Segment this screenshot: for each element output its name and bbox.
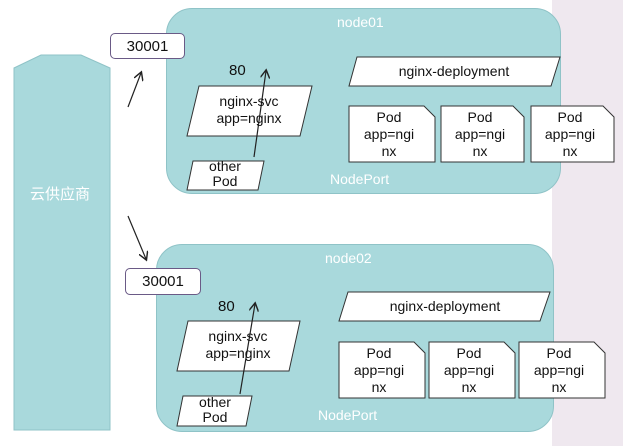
node01-pod-shape-2 xyxy=(440,105,525,163)
node01-other-pod-shape xyxy=(186,160,265,191)
node01-svc-shape xyxy=(186,85,313,137)
node01-pod-shape-3 xyxy=(530,105,615,163)
arrow-cloud-to-node01-port xyxy=(127,73,141,108)
arrow-node02-other-to-port80 xyxy=(239,304,255,395)
node01-pod-shape-1 xyxy=(348,105,436,163)
cloud-provider-shape xyxy=(13,54,111,431)
node02-title: node02 xyxy=(325,250,372,266)
arrow-node01-other-to-port80 xyxy=(253,71,266,158)
node01-port-box: 30001 xyxy=(110,33,185,59)
node02-svc-shape xyxy=(176,320,301,372)
node02-pod-shape-1 xyxy=(338,341,426,399)
arrow-cloud-to-node02-port xyxy=(127,215,146,259)
cloud-provider-label: 云供应商 xyxy=(30,186,91,203)
node01-nodeport-label: NodePort xyxy=(330,171,390,187)
node02-pod-shape-3 xyxy=(518,341,606,399)
node01-port-80: 80 xyxy=(229,62,246,79)
node02-deployment-shape xyxy=(338,291,551,322)
node02-port-80: 80 xyxy=(218,298,235,315)
node02-other-pod-shape xyxy=(176,395,253,427)
node01-deployment-shape xyxy=(348,56,561,87)
node02-port-box: 30001 xyxy=(125,268,201,295)
node01-title: node01 xyxy=(337,14,384,30)
node02-nodeport-label: NodePort xyxy=(318,407,378,423)
node02-pod-shape-2 xyxy=(428,341,516,399)
